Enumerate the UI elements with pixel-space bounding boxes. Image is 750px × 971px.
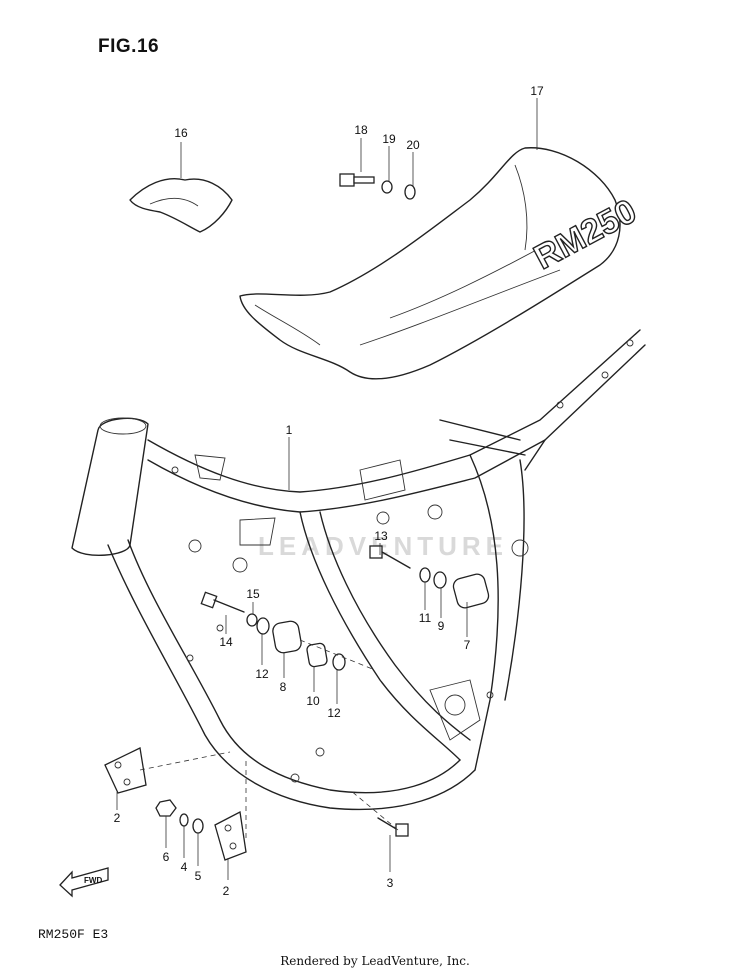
- callout-5: 5: [195, 869, 202, 883]
- callout-9: 9: [438, 619, 445, 633]
- pad-part: [129, 178, 233, 233]
- bolt-18: [339, 173, 375, 187]
- bracket-2-right: [214, 811, 247, 861]
- callout-8: 8: [280, 680, 287, 694]
- callout-4: 4: [181, 860, 188, 874]
- callout-2-left: 2: [114, 811, 121, 825]
- footer-credit: Rendered by LeadVenture, Inc.: [280, 954, 470, 968]
- callout-2-right: 2: [223, 884, 230, 898]
- callout-20: 20: [406, 138, 420, 152]
- callout-14: 14: [219, 635, 233, 649]
- callout-1: 1: [286, 423, 293, 437]
- bolt-3: [377, 817, 409, 837]
- washer-5: [192, 818, 204, 834]
- callout-3: 3: [387, 876, 394, 890]
- callout-18: 18: [354, 123, 368, 137]
- washer-9: [433, 571, 447, 589]
- assembly-line: [349, 789, 399, 831]
- collar-7: [452, 573, 490, 609]
- washer-12-right: [332, 653, 346, 671]
- callout-15: 15: [246, 587, 260, 601]
- figure-title: FIG.16: [98, 36, 160, 57]
- fwd-arrow: FWD: [59, 867, 109, 898]
- washer-11: [419, 567, 431, 583]
- assembly-line: [299, 639, 376, 671]
- callout-10: 10: [306, 694, 320, 708]
- frame-part: [71, 329, 646, 811]
- fwd-label: FWD: [84, 876, 102, 885]
- bracket-2-left: [104, 747, 147, 794]
- washer-4: [179, 813, 189, 827]
- washer-20: [404, 184, 416, 200]
- callout-16: 16: [174, 126, 188, 140]
- callout-11: 11: [419, 611, 432, 625]
- model-code: RM250F E3: [38, 927, 109, 942]
- seat-part: RM250: [239, 147, 643, 380]
- bolt-14: [200, 591, 245, 613]
- callout-7: 7: [464, 638, 471, 652]
- bolt-13: [369, 545, 411, 569]
- callout-17: 17: [530, 84, 544, 98]
- collar-8: [272, 620, 302, 654]
- callout-6: 6: [163, 850, 170, 864]
- washer-15: [246, 613, 258, 627]
- callout-13: 13: [374, 529, 388, 543]
- callout-12-left: 12: [255, 667, 269, 681]
- callout-12-right: 12: [327, 706, 341, 720]
- nut-6: [155, 799, 177, 817]
- assembly-line: [139, 751, 231, 771]
- washer-19: [381, 180, 393, 194]
- washer-12-left: [256, 617, 270, 635]
- collar-10: [306, 642, 328, 668]
- seat-logo-text: RM250: [528, 192, 643, 277]
- callout-19: 19: [382, 132, 396, 146]
